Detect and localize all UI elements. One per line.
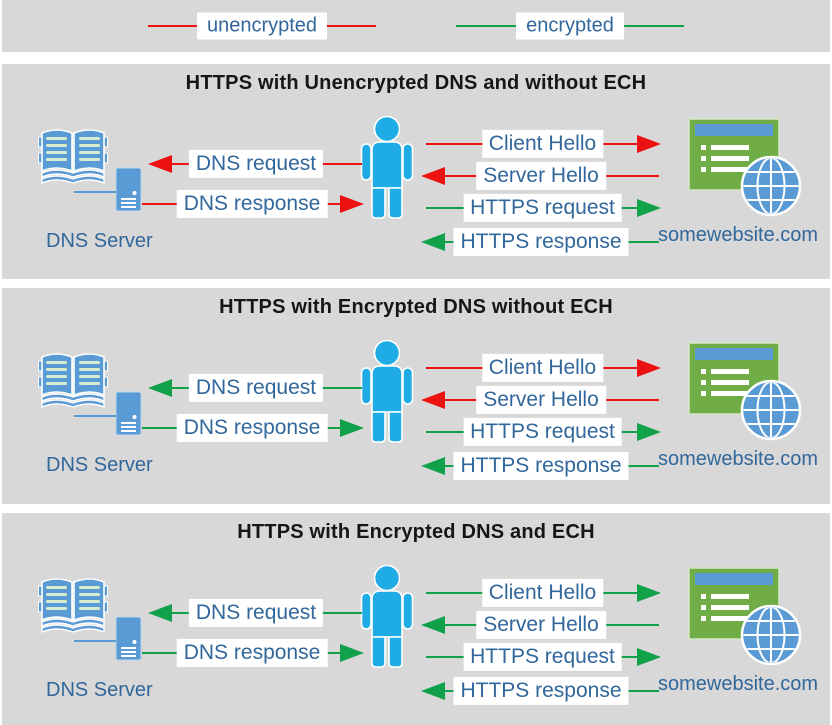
legend-label-unencrypted: unencrypted — [196, 12, 328, 40]
arrow-https-request: HTTPS request — [426, 191, 661, 225]
dns-book-icon — [38, 353, 108, 409]
arrow-label: HTTPS response — [453, 451, 629, 481]
arrow-https-response: HTTPS response — [421, 449, 659, 483]
arrow-https-response: HTTPS response — [421, 674, 659, 708]
arrow-head-right-icon — [340, 644, 364, 662]
person-icon — [360, 565, 414, 668]
arrow-head-left-icon — [421, 457, 445, 475]
arrow-https-request: HTTPS request — [426, 415, 661, 449]
person-icon — [360, 116, 414, 219]
arrow-https-response: HTTPS response — [421, 225, 659, 259]
arrow-head-left-icon — [421, 391, 445, 409]
arrow-label: Server Hello — [476, 610, 606, 640]
arrow-client-hello: Client Hello — [426, 576, 661, 610]
arrow-head-left-icon — [421, 616, 445, 634]
arrow-head-right-icon — [340, 419, 364, 437]
arrow-dns-response: DNS response — [142, 187, 364, 221]
book-server-connector — [74, 191, 116, 193]
arrow-label: HTTPS request — [463, 417, 622, 447]
panel-title: HTTPS with Encrypted DNS and ECH — [237, 521, 595, 543]
arrow-head-right-icon — [637, 359, 661, 377]
panel-title: HTTPS with Unencrypted DNS and without E… — [185, 72, 647, 94]
arrow-dns-response: DNS response — [142, 636, 364, 670]
arrow-dns-response: DNS response — [142, 411, 364, 445]
dns-server-icon — [115, 391, 142, 436]
arrow-client-hello: Client Hello — [426, 351, 661, 385]
arrow-label: HTTPS request — [463, 642, 622, 672]
website-label: somewebsite.com — [657, 448, 819, 470]
arrow-head-left-icon — [148, 604, 172, 622]
dns-server-label: DNS Server — [46, 679, 153, 701]
book-server-connector — [74, 415, 116, 417]
arrow-head-left-icon — [421, 682, 445, 700]
website-icon — [688, 342, 802, 441]
website-label: somewebsite.com — [657, 673, 819, 695]
dns-server-label: DNS Server — [46, 454, 153, 476]
book-server-connector — [74, 640, 116, 642]
arrow-label: Client Hello — [481, 578, 604, 608]
arrow-label: DNS request — [188, 149, 324, 179]
arrow-head-left-icon — [421, 233, 445, 251]
arrow-head-right-icon — [637, 135, 661, 153]
arrow-https-request: HTTPS request — [426, 640, 661, 674]
arrow-head-right-icon — [637, 584, 661, 602]
website-label: somewebsite.com — [657, 224, 819, 246]
dns-book-icon — [38, 129, 108, 185]
panel-encrypted-dns-no-ech: HTTPS with Encrypted DNS without ECH — [2, 288, 830, 504]
arrow-label: Server Hello — [476, 161, 606, 191]
arrow-server-hello: Server Hello — [421, 159, 659, 193]
legend-label-encrypted: encrypted — [516, 12, 624, 40]
arrow-head-left-icon — [148, 379, 172, 397]
dns-server-label: DNS Server — [46, 230, 153, 252]
arrow-label: Server Hello — [476, 385, 606, 415]
arrow-label: HTTPS response — [453, 676, 629, 706]
legend-band: unencrypted encrypted — [2, 0, 830, 52]
arrow-dns-request: DNS request — [148, 147, 362, 181]
person-icon — [360, 340, 414, 443]
legend-item-unencrypted: unencrypted — [148, 10, 376, 42]
arrow-label: DNS request — [188, 598, 324, 628]
arrow-head-right-icon — [637, 199, 661, 217]
arrow-label: DNS response — [176, 413, 328, 443]
panel-title: HTTPS with Encrypted DNS without ECH — [219, 296, 613, 318]
arrow-label: DNS response — [176, 638, 328, 668]
dns-server-icon — [115, 167, 142, 212]
website-icon — [688, 118, 802, 217]
arrow-label: Client Hello — [481, 353, 604, 383]
arrow-head-left-icon — [148, 155, 172, 173]
arrow-server-hello: Server Hello — [421, 608, 659, 642]
arrow-label: HTTPS response — [453, 227, 629, 257]
arrow-label: HTTPS request — [463, 193, 622, 223]
arrow-client-hello: Client Hello — [426, 127, 661, 161]
arrow-label: Client Hello — [481, 129, 604, 159]
arrow-dns-request: DNS request — [148, 596, 362, 630]
website-icon — [688, 567, 802, 666]
arrow-label: DNS request — [188, 373, 324, 403]
arrow-head-right-icon — [340, 195, 364, 213]
arrow-head-right-icon — [637, 648, 661, 666]
panel-encrypted-dns-with-ech: HTTPS with Encrypted DNS and ECH — [2, 513, 830, 725]
arrow-dns-request: DNS request — [148, 371, 362, 405]
arrow-head-right-icon — [637, 423, 661, 441]
arrow-server-hello: Server Hello — [421, 383, 659, 417]
legend-item-encrypted: encrypted — [456, 10, 684, 42]
panel-unencrypted-dns-no-ech: HTTPS with Unencrypted DNS and without E… — [2, 64, 830, 279]
arrow-label: DNS response — [176, 189, 328, 219]
arrow-head-left-icon — [421, 167, 445, 185]
dns-server-icon — [115, 616, 142, 661]
dns-book-icon — [38, 578, 108, 634]
